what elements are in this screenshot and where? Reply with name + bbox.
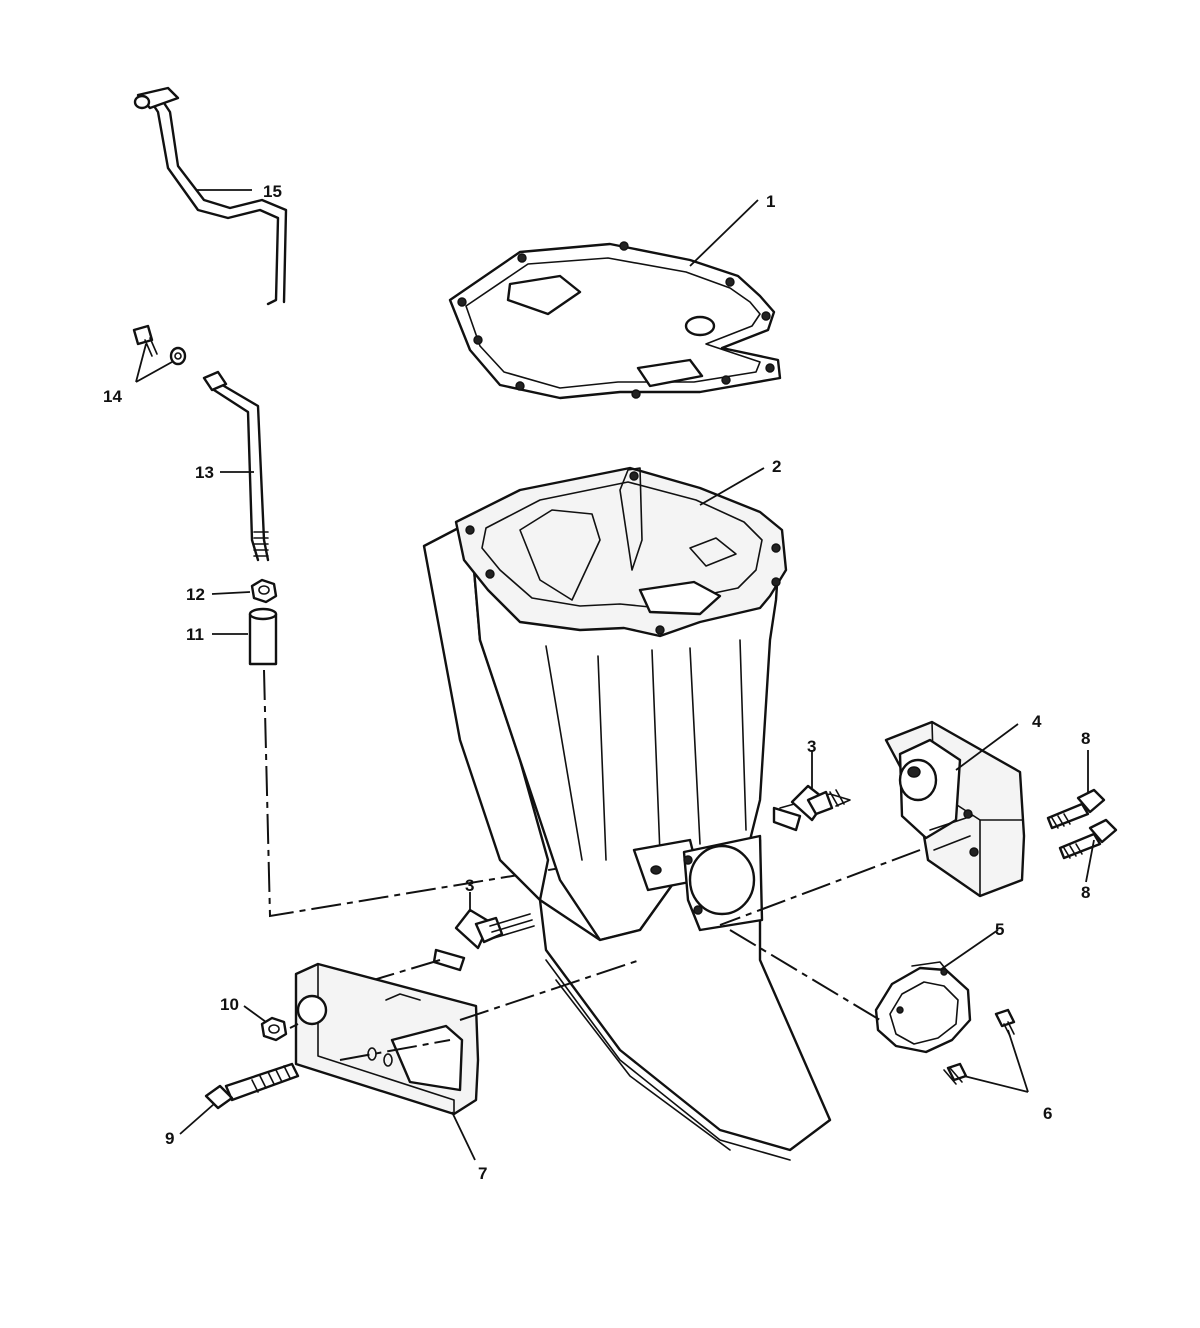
part-2-driveshaft-housing (422, 466, 832, 1161)
part-4-upper-mount-cover (719, 720, 1026, 926)
part-5-cover (729, 929, 972, 1054)
leader-lines (135, 189, 1095, 1161)
leader-6 (963, 1029, 1029, 1093)
leader-7 (451, 1111, 476, 1161)
callout-11: 11 (186, 625, 204, 644)
leader-10 (243, 1005, 267, 1023)
leader-12 (211, 591, 251, 595)
part-3-rubber-mount-lower (339, 908, 535, 991)
part-8-screws (1046, 788, 1118, 860)
part-14-screw-and-washer (132, 324, 187, 366)
leader-8-lower (1085, 839, 1095, 883)
part-7-lower-mount-bracket (294, 959, 641, 1116)
part-9-bolt (204, 1062, 300, 1110)
callout-8-lower: 8 (1081, 883, 1090, 902)
part-10-nut (260, 1016, 299, 1042)
callout-12: 12 (186, 585, 205, 604)
callout-13: 13 (195, 463, 214, 482)
callout-2: 2 (772, 457, 781, 476)
leader-14 (135, 343, 173, 383)
callout-4: 4 (1032, 712, 1042, 731)
callout-numbers: 1 2 3 3 4 5 6 7 8 8 9 10 11 12 13 14 15 (103, 182, 1090, 1183)
callout-8-upper: 8 (1081, 729, 1090, 748)
leader-4 (955, 723, 1019, 771)
callout-15: 15 (263, 182, 282, 201)
part-12-nut (250, 578, 278, 604)
callout-14: 14 (103, 387, 122, 406)
part-15-shift-rod (133, 86, 288, 306)
callout-6: 6 (1043, 1104, 1052, 1123)
callout-3-upper: 3 (807, 737, 816, 756)
callout-7: 7 (478, 1164, 487, 1183)
part-3-rubber-mount-upper (772, 784, 851, 832)
leader-1 (689, 199, 759, 267)
callout-10: 10 (220, 995, 239, 1014)
callout-5: 5 (995, 920, 1004, 939)
part-13-shift-rod (202, 370, 270, 562)
callout-9: 9 (165, 1129, 174, 1148)
callout-3-lower: 3 (465, 876, 474, 895)
leader-5 (939, 929, 999, 971)
part-1-gasket (448, 241, 782, 400)
leader-9 (179, 1103, 215, 1135)
callout-1: 1 (766, 192, 775, 211)
leader-2 (699, 467, 765, 506)
